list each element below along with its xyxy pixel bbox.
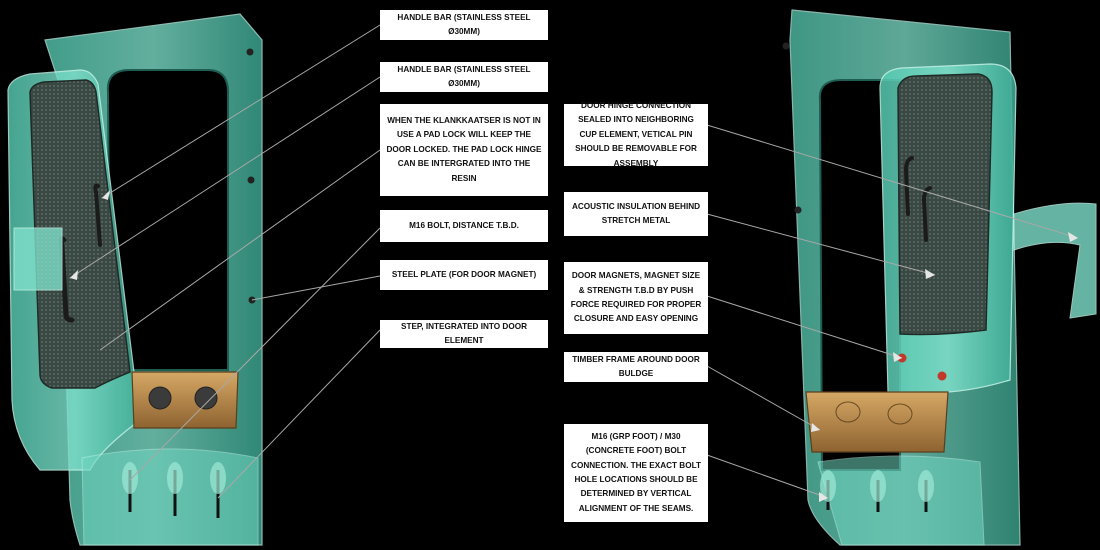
leader-acoustic: [706, 213, 936, 276]
label-timber-frame: TIMBER FRAME AROUND DOOR BULDGE: [564, 352, 708, 382]
leader-foot-bolts: [706, 454, 829, 499]
leader-steel-plate: [251, 275, 381, 301]
right-hinge-arm: [1013, 202, 1097, 319]
leader-arrowheads: [70, 190, 1078, 502]
right-frame-bolts: [782, 42, 802, 214]
label-steel-plate: STEEL PLATE (FOR DOOR MAGNET): [380, 260, 548, 290]
left-mesh-panel: [29, 79, 131, 389]
left-timber-step: [131, 371, 239, 429]
left-step-magnet-2: [194, 386, 218, 410]
left-foot-base: [81, 448, 259, 546]
right-handle-2: [921, 186, 932, 242]
label-handle-bar-1: HANDLE BAR (STAINLESS STEEL Ø30MM): [380, 10, 548, 40]
label-handle-bar-2: HANDLE BAR (STAINLESS STEEL Ø30MM): [380, 62, 548, 92]
label-acoustic-insulation: ACOUSTIC INSULATION BEHIND STRETCH METAL: [564, 192, 708, 236]
label-m16-bolt: M16 BOLT, DISTANCE T.B.D.: [380, 210, 548, 242]
leader-timber: [706, 365, 821, 431]
right-door-assembly-image: [782, 9, 1097, 546]
leader-magnets: [706, 295, 903, 359]
label-step: STEP, INTEGRATED INTO DOOR ELEMENT: [380, 320, 548, 348]
leader-lines: [69, 24, 1079, 499]
label-pad-lock: WHEN THE KLANKKAATSER IS NOT IN USE A PA…: [380, 104, 548, 196]
leader-m16-bolt: [129, 227, 381, 481]
right-door-magnet-2: [937, 371, 947, 381]
label-door-hinge: DOOR HINGE CONNECTION SEALED INTO NEIGHB…: [564, 101, 708, 168]
right-foot-base: [817, 455, 985, 546]
right-mesh-panel: [897, 73, 993, 336]
right-handle-1: [903, 156, 914, 216]
label-door-magnets: DOOR MAGNETS, MAGNET SIZE & STRENGTH T.B…: [564, 262, 708, 334]
left-side-bracket: [13, 227, 63, 291]
left-door-opening: [106, 69, 229, 371]
right-timber-frame: [805, 391, 949, 453]
leader-handle-bar-2: [69, 76, 381, 279]
leader-hinge: [706, 124, 1079, 239]
leader-handle-bar-1: [101, 24, 381, 199]
leader-step: [217, 329, 381, 499]
leader-pad-lock: [99, 149, 381, 351]
left-door-assembly-image: [7, 13, 263, 546]
left-handle-inner: [93, 183, 102, 247]
label-foot-bolts: M16 (GRP FOOT) / M30 (CONCRETE FOOT) BOL…: [564, 424, 708, 522]
left-step-magnet-1: [148, 386, 172, 410]
